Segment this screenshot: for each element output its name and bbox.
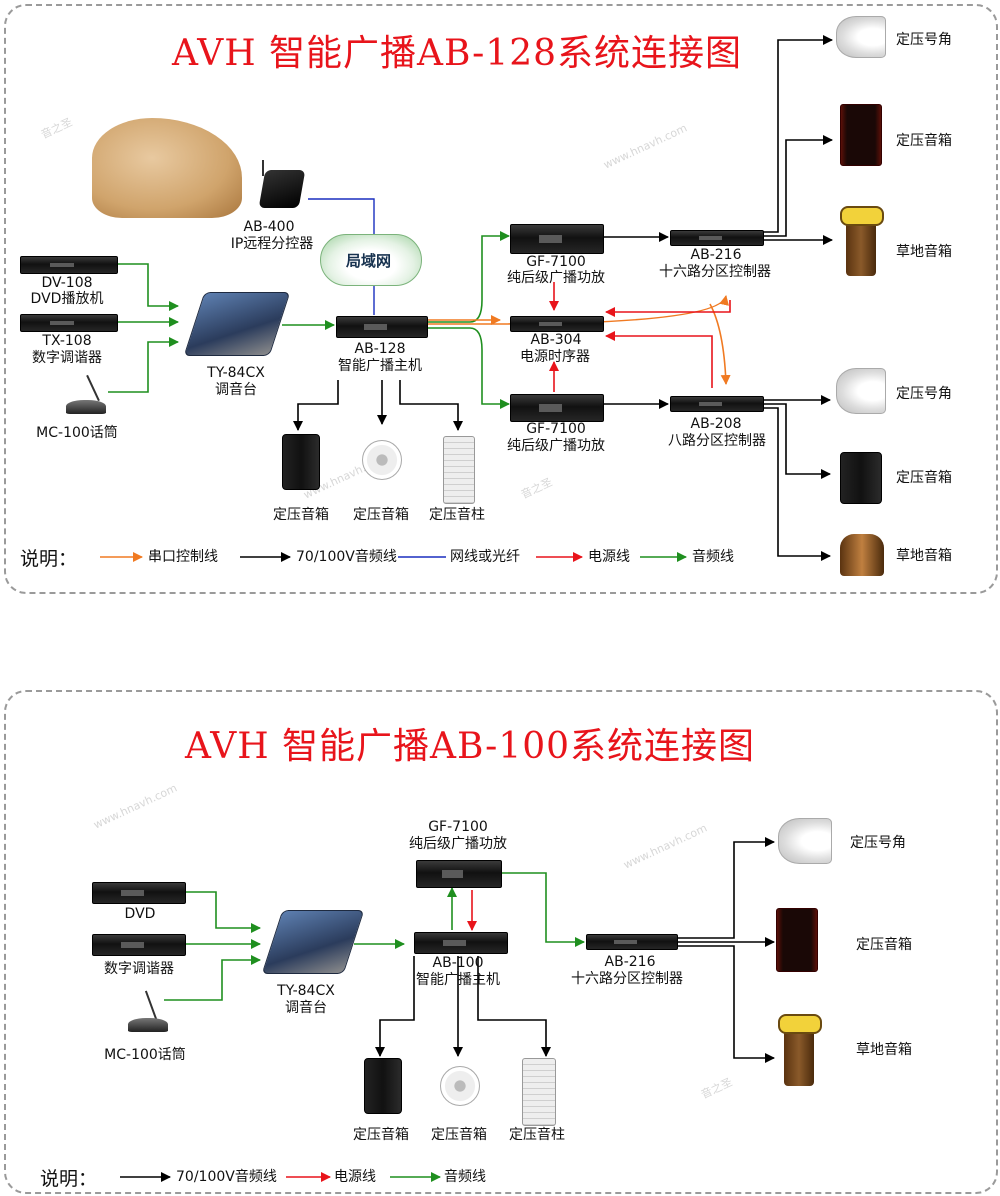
ab216-model-label: AB-216 [604,954,656,970]
box-speaker-icon [840,452,882,504]
gf7100-model-label: GF-7100 [428,819,488,835]
local-speaker-label: 定压音箱 [273,507,329,523]
box-speaker-icon [840,104,882,166]
ab216-zone-controller-icon [586,934,678,950]
local-column-label: 定压音柱 [429,507,485,523]
column-speaker-icon [443,436,475,504]
ab216-zone-controller-icon [670,230,764,246]
local-speaker-label: 定压音箱 [353,507,409,523]
legend-70v-label: 70/100V音频线 [176,1169,277,1185]
ab208-zone-controller-icon [670,396,764,412]
ab304-model-label: AB-304 [530,332,582,348]
wall-speaker-icon [282,434,320,490]
lawn-speaker-icon [778,1014,822,1086]
mixer-name-label: 调音台 [285,1000,327,1016]
ab304-name-label: 电源时序器 [520,349,590,365]
ab216-name-label: 十六路分区控制器 [659,264,771,280]
ab208-name-label: 八路分区控制器 [668,433,766,449]
mc100-mic-icon [66,400,106,414]
legend-power-label: 电源线 [334,1169,376,1185]
gf7100-bottom-amp-icon [510,394,604,422]
legend-heading: 说明： [20,548,78,570]
legend-serial-label: 串口控制线 [148,549,218,565]
lawn-speaker-icon [840,534,884,576]
mc100-mic-icon [128,1018,168,1032]
legend-network-label: 网线或光纤 [450,549,520,565]
tx108-name-label: 数字调谐器 [32,350,102,366]
dv108-model-label: DV-108 [41,275,93,291]
wall-speaker-icon [364,1058,402,1114]
ceiling-speaker-icon [362,440,402,480]
ab100-host-device-icon [414,932,508,954]
mixer-model-label: TY-84CX [277,983,335,999]
ab208-model-label: AB-208 [690,416,742,432]
horn-speaker-icon [836,16,886,58]
column-speaker-icon [522,1058,556,1126]
right-bottom-lawn-label: 草地音箱 [896,548,952,564]
local-speaker-label: 定压音箱 [431,1127,487,1143]
legend-power-label: 电源线 [588,549,630,565]
box-speaker-icon [776,908,818,972]
diagram-title-ab128: AVH 智能广播AB-128系统连接图 [172,33,743,74]
lawn-speaker-icon [840,206,884,276]
right-top-box-label: 定压音箱 [896,133,952,149]
gf7100-bottom-name-label: 纯后级广播功放 [507,438,605,454]
right-horn-label: 定压号角 [850,835,906,851]
right-top-lawn-label: 草地音箱 [896,244,952,260]
dvd-label: DVD [124,906,156,922]
ab400-model-label: AB-400 [243,219,295,235]
local-speaker-label: 定压音箱 [353,1127,409,1143]
tuner-device-icon [92,934,186,956]
diagram-title-ab100: AVH 智能广播AB-100系统连接图 [185,726,756,767]
mc100-label: MC-100话筒 [104,1047,186,1063]
ab100-model-label: AB-100 [432,955,484,971]
mixer-name-label: 调音台 [215,382,257,398]
legend-70v-label: 70/100V音频线 [296,549,397,565]
legend-audio-label: 音频线 [444,1169,486,1185]
lan-label: 局域网 [346,252,392,270]
tuner-label: 数字调谐器 [104,961,174,977]
right-bottom-horn-label: 定压号角 [896,386,952,402]
gf7100-amp-icon [416,860,502,888]
dv108-device-icon [20,256,118,274]
gf7100-bottom-model-label: GF-7100 [526,421,586,437]
legend-audio-label: 音频线 [692,549,734,565]
ab128-name-label: 智能广播主机 [338,358,422,374]
right-bottom-box-label: 定压音箱 [896,470,952,486]
local-column-label: 定压音柱 [509,1127,565,1143]
horn-speaker-icon [778,818,832,864]
ab100-name-label: 智能广播主机 [416,972,500,988]
horn-speaker-icon [836,368,886,414]
tx108-model-label: TX-108 [42,333,92,349]
lan-cloud-icon [320,234,422,286]
legend-heading: 说明： [40,1168,98,1190]
dvd-device-icon [92,882,186,904]
gf7100-name-label: 纯后级广播功放 [409,836,507,852]
ceiling-speaker-icon [440,1066,480,1106]
ab400-name-label: IP远程分控器 [230,236,314,252]
ab128-model-label: AB-128 [354,341,406,357]
ab216-model-label: AB-216 [690,247,742,263]
gf7100-top-name-label: 纯后级广播功放 [507,270,605,286]
right-top-horn-label: 定压号角 [896,32,952,48]
gf7100-top-model-label: GF-7100 [526,254,586,270]
ab216-name-label: 十六路分区控制器 [571,971,683,987]
ab128-host-device-icon [336,316,428,338]
remote-control-unit-icon [258,170,306,208]
dv108-name-label: DVD播放机 [30,291,104,307]
diagram-panel-ab128 [4,4,998,594]
right-lawn-label: 草地音箱 [856,1042,912,1058]
gf7100-top-amp-icon [510,224,604,254]
tx108-device-icon [20,314,118,332]
mixer-model-label: TY-84CX [207,365,265,381]
remote-mic-icon [262,160,264,176]
ab304-sequencer-icon [510,316,604,332]
mc100-label: MC-100话筒 [36,425,118,441]
right-box-label: 定压音箱 [856,937,912,953]
